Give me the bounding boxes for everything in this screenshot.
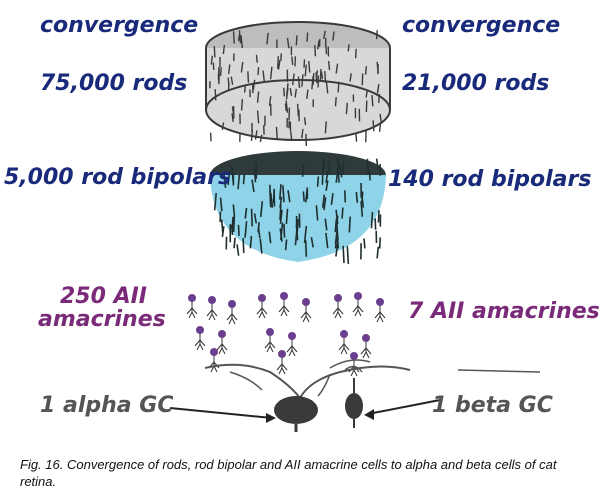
alpha-gc-soma bbox=[274, 396, 318, 424]
bipolars-left-label: 5,000 rod bipolars bbox=[4, 165, 232, 190]
arrows bbox=[169, 399, 441, 423]
rods-left-label: 75,000 rods bbox=[40, 71, 188, 96]
convergence-label-right: convergence bbox=[402, 13, 561, 38]
alpha-gc-label: 1 alpha GC bbox=[40, 393, 174, 418]
rod-layer bbox=[205, 21, 391, 146]
beta-gc-label: 1 beta GC bbox=[432, 393, 553, 418]
amacrine-cells bbox=[186, 292, 386, 377]
figure-caption: Fig. 16. Convergence of rods, rod bipola… bbox=[20, 457, 557, 489]
rods-right-label: 21,000 rods bbox=[402, 71, 550, 96]
beta-gc-arrow bbox=[367, 399, 441, 415]
amacrines-left-label-line1: 250 AII bbox=[60, 284, 147, 309]
rod-bipolar-layer bbox=[210, 151, 386, 264]
bipolars-right-label: 140 rod bipolars bbox=[388, 167, 592, 192]
amacrines-left-label-line2: amacrines bbox=[38, 307, 166, 332]
convergence-label-left: convergence bbox=[40, 13, 199, 38]
beta-gc-soma bbox=[345, 393, 363, 419]
alpha-gc-arrow bbox=[169, 407, 273, 419]
ganglion-cells bbox=[204, 359, 541, 432]
amacrines-right-label: 7 AII amacrines bbox=[408, 299, 600, 324]
